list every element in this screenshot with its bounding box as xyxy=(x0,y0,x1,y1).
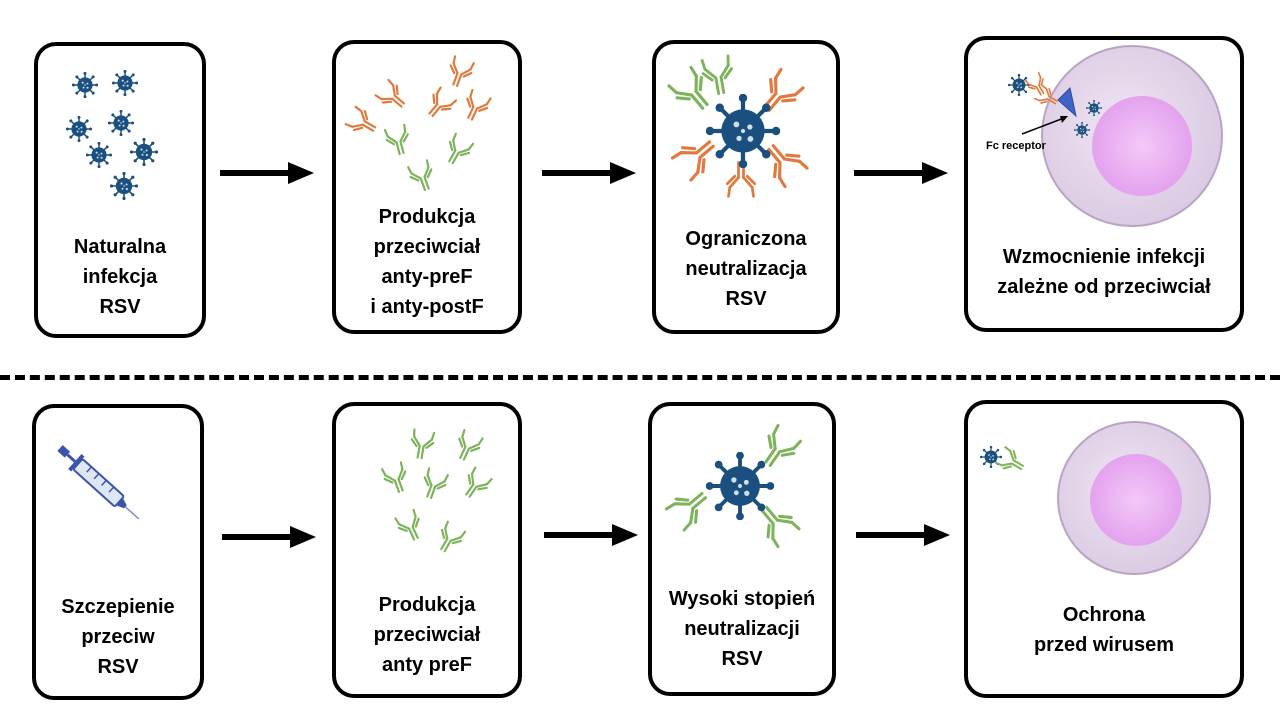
label-line: neutralizacja xyxy=(685,258,807,280)
cell-fc-receptor-icon xyxy=(1008,45,1223,227)
label-line: anty preF xyxy=(381,654,473,676)
step-label: Produkcja przeciwciał anty preF xyxy=(336,590,518,680)
syringe-icon xyxy=(57,445,140,520)
arrow-right-icon xyxy=(222,526,316,548)
step-antibody-production-card: Produkcja przeciwciał anty-preF i anty-p… xyxy=(332,40,522,334)
step-label: Wysoki stopień neutralizacji RSV xyxy=(652,584,832,674)
label-line: Wysoki stopień xyxy=(668,588,816,610)
arrow-right-icon xyxy=(854,162,948,184)
step-label: Naturalna infekcja RSV xyxy=(38,232,202,322)
label-line: przeciwciał xyxy=(373,236,481,258)
arrow-right-icon xyxy=(856,524,950,546)
step-ade-card: Fc receptor Wzmocnienie infekcji zależne… xyxy=(964,36,1244,332)
label-line: RSV xyxy=(721,648,763,670)
step-protection-card: Ochrona przed wirusem xyxy=(964,400,1244,698)
label-line: Szczepienie xyxy=(61,596,175,618)
virus-bound-by-mixed-antibodies-icon xyxy=(666,54,810,198)
mixed-antibodies-icon xyxy=(344,54,493,195)
label-line: RSV xyxy=(99,296,141,318)
label-line: przed wirusem xyxy=(1033,634,1175,656)
label-line: Wzmocnienie infekcji xyxy=(1002,246,1206,268)
arrow-right-icon xyxy=(220,162,314,184)
fc-receptor-label: Fc receptor xyxy=(986,140,1046,152)
step-label: Ograniczona neutralizacja RSV xyxy=(656,224,836,314)
label-line: Ograniczona xyxy=(685,228,807,250)
label-line: RSV xyxy=(97,656,139,678)
label-line: infekcja xyxy=(82,266,158,288)
label-line: i anty-postF xyxy=(370,296,484,318)
label-line: przeciwciał xyxy=(373,624,481,646)
label-line: Produkcja xyxy=(378,594,476,616)
label-line: Ochrona xyxy=(1062,604,1146,626)
label-line: neutralizacji xyxy=(684,618,800,640)
step-label: Szczepienie przeciw RSV xyxy=(36,592,200,682)
label-line: zależne od przeciwciał xyxy=(997,276,1211,298)
virus-cluster-icon xyxy=(66,70,158,200)
step-limited-neutralization-card: Ograniczona neutralizacja RSV xyxy=(652,40,840,334)
label-line: przeciw xyxy=(81,626,155,648)
label-line: Naturalna xyxy=(73,236,167,258)
section-divider xyxy=(0,375,1280,380)
step-natural-infection-card: Naturalna infekcja RSV xyxy=(34,42,206,338)
green-antibodies-icon xyxy=(380,428,494,557)
label-line: anty-preF xyxy=(381,266,473,288)
step-vaccination-card: Szczepienie przeciw RSV xyxy=(32,404,204,700)
step-label: Produkcja przeciwciał anty-preF i anty-p… xyxy=(336,202,518,322)
cell-protected-icon xyxy=(980,421,1211,575)
step-high-neutralization-card: Wysoki stopień neutralizacji RSV xyxy=(648,402,836,696)
label-line: Produkcja xyxy=(378,206,476,228)
arrow-right-icon xyxy=(544,524,638,546)
label-line: RSV xyxy=(725,288,767,310)
step-prefusion-antibody-card: Produkcja przeciwciał anty preF xyxy=(332,402,522,698)
step-label: Wzmocnienie infekcji zależne od przeciwc… xyxy=(968,242,1240,302)
arrow-right-icon xyxy=(542,162,636,184)
step-label: Ochrona przed wirusem xyxy=(968,600,1240,660)
virus-bound-by-green-antibodies-icon xyxy=(664,423,804,549)
